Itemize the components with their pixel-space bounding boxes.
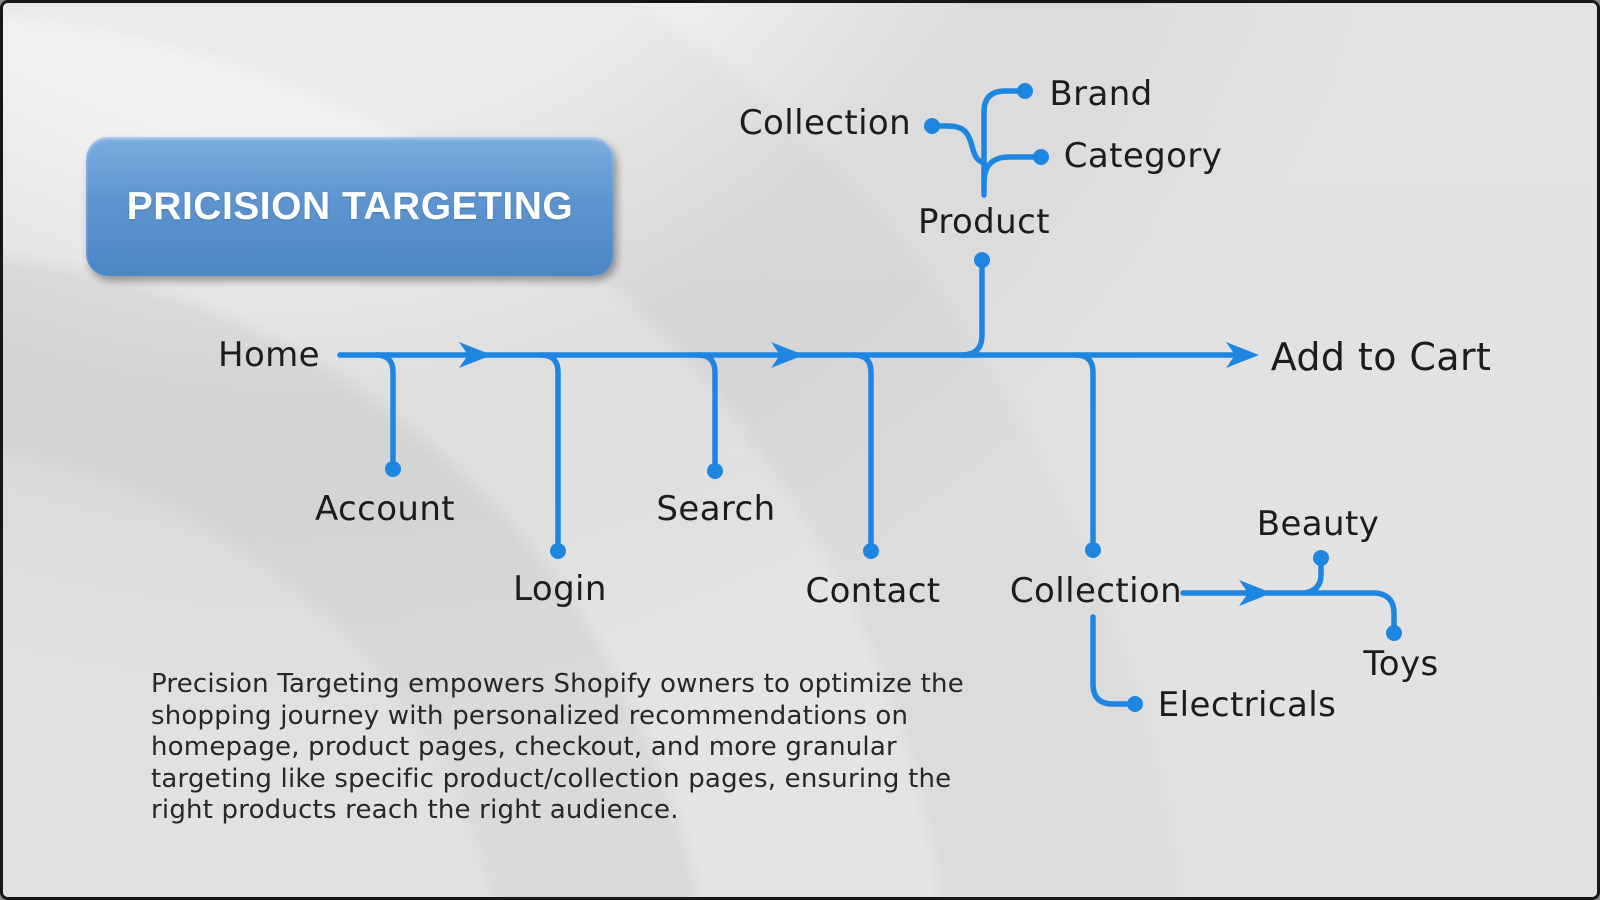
description-line: shopping journey with personalized recom…	[151, 700, 909, 731]
account-branch-line	[373, 352, 396, 468]
toys-node-dot	[1386, 625, 1402, 641]
search-node-dot	[707, 463, 723, 479]
description-paragraph: Precision Targeting empowers Shopify own…	[151, 669, 991, 827]
description-line: Precision Targeting empowers Shopify own…	[151, 669, 964, 699]
product-node-dot	[974, 252, 990, 268]
product-stem-line	[959, 260, 985, 358]
contact-branch-line	[851, 352, 874, 550]
beauty-node-dot	[1313, 550, 1329, 566]
flow-arrow-icon	[1226, 342, 1259, 368]
category-branch-line	[981, 154, 1040, 186]
collection-top-node-dot	[924, 118, 940, 134]
node-label-category: Category	[1063, 136, 1223, 176]
description-line: targeting like specific product/collecti…	[151, 763, 952, 794]
journey-flow-diagram	[337, 83, 1402, 712]
page-title: PRICISION TARGETING	[126, 184, 574, 228]
search-branch-line	[695, 352, 718, 470]
collection-top-connector-line	[931, 123, 987, 166]
category-node-dot	[1033, 149, 1049, 165]
node-label-electricals: Electricals	[1157, 685, 1337, 725]
node-label-toys: Toys	[1363, 644, 1439, 684]
brand-node-dot	[1017, 83, 1033, 99]
flow-arrow-icon	[771, 342, 804, 368]
beauty-stem-line	[1302, 561, 1324, 596]
node-label-brand: Brand	[1049, 74, 1153, 114]
description-line: right products reach the right audience.	[151, 795, 679, 825]
node-label-account: Account	[314, 489, 456, 529]
electricals-node-dot	[1127, 696, 1143, 712]
node-label-contact: Contact	[805, 571, 941, 611]
node-label-product: Product	[918, 202, 1050, 242]
node-label-search: Search	[656, 489, 776, 529]
login-node-dot	[550, 543, 566, 559]
title-banner: PRICISION TARGETING	[86, 137, 614, 276]
flow-arrow-icon	[459, 342, 492, 368]
flow-arrow-icon	[1239, 580, 1272, 606]
contact-node-dot	[863, 543, 879, 559]
node-label-add-to-cart: Add to Cart	[1270, 335, 1492, 379]
login-branch-line	[538, 352, 561, 550]
collection-node-dot	[1085, 542, 1101, 558]
node-label-collection-main: Collection	[1009, 571, 1183, 611]
collection-branch-line	[1073, 352, 1096, 549]
node-label-login: Login	[513, 569, 607, 609]
description-line: homepage, product pages, checkout, and m…	[151, 732, 897, 762]
product-top-stem-line	[981, 88, 1026, 198]
electricals-branch-line	[1090, 614, 1130, 707]
collection-to-toys-line	[1180, 590, 1397, 629]
account-node-dot	[385, 461, 401, 477]
node-label-home: Home	[217, 335, 321, 375]
node-label-collection-top: Collection	[738, 103, 912, 143]
node-label-beauty: Beauty	[1256, 504, 1380, 544]
